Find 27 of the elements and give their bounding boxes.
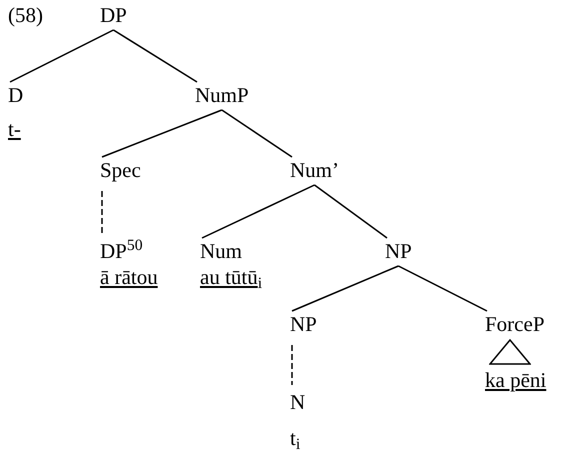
example-number: (58) <box>8 2 43 28</box>
word-label: au tūtū$_{i}$ <box>200 264 262 290</box>
tree-branch <box>314 184 388 239</box>
category-label: ForceP <box>485 311 544 337</box>
tree-branch <box>10 29 114 83</box>
category-label: D <box>8 82 24 108</box>
tree-branch <box>113 29 198 83</box>
tree-branch <box>398 265 488 312</box>
tree-branch <box>102 109 222 158</box>
category-label: N <box>290 389 306 415</box>
category-label: Num <box>200 238 242 264</box>
tree-branch <box>101 191 103 234</box>
category-label: Spec <box>100 157 141 183</box>
category-label: DP <box>100 2 127 28</box>
tree-branch <box>292 265 399 312</box>
word-label: ā rātou <box>100 264 158 290</box>
category-label: DP$^{50}$ <box>100 238 143 264</box>
category-label: Num’ <box>290 157 339 183</box>
word-label: t$_{i}$ <box>290 425 300 451</box>
tree-branch <box>202 184 315 239</box>
tree-branch <box>291 345 293 385</box>
category-label: NP <box>385 238 412 264</box>
category-label: NP <box>290 311 317 337</box>
tree-branch <box>221 109 292 158</box>
category-label: NumP <box>195 82 249 108</box>
word-label: ka pēni <box>485 367 546 393</box>
word-label: t- <box>8 116 21 142</box>
